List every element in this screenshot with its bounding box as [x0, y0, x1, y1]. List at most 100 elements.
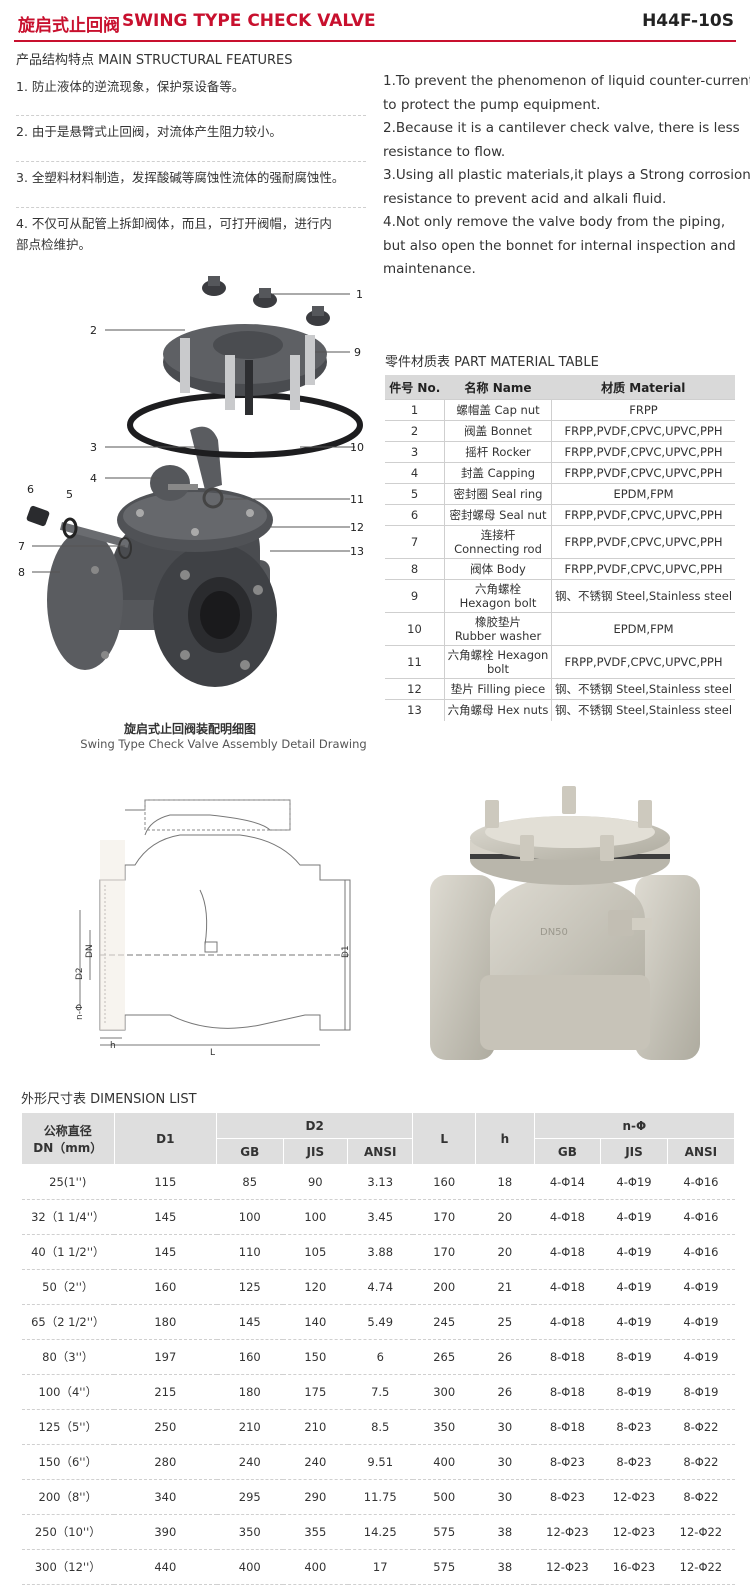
- cell-l: 170: [412, 1199, 476, 1235]
- cell-l: 160: [412, 1164, 476, 1200]
- feature-cn-4-cont: 部点检维护。: [16, 237, 92, 252]
- feature-en-line: resistance to flow.: [383, 143, 506, 160]
- part-no: 6: [385, 504, 445, 526]
- cell-l: 575: [412, 1549, 476, 1585]
- cell-h: 20: [475, 1234, 535, 1270]
- part-name: 密封圈 Seal ring: [444, 483, 552, 505]
- part-name-line: 封盖 Capping: [460, 466, 536, 480]
- header-no: 件号 No.: [385, 375, 445, 400]
- part-name-line: Connecting rod: [454, 542, 542, 556]
- cell-h: 26: [475, 1374, 535, 1410]
- cell-d2-gb: 145: [216, 1304, 283, 1340]
- part-material: FRPP: [551, 399, 735, 421]
- part-material: 钢、不锈钢 Steel,Stainless steel: [551, 579, 735, 613]
- cell-nphi-jis: 4-Φ19: [600, 1269, 668, 1305]
- cell-dn: 80（3''）: [21, 1339, 115, 1375]
- valve-body: [47, 488, 277, 687]
- feature-cn-4: 4. 不仅可从配管上拆卸阀体，而且，可打开阀帽，进行内: [16, 216, 332, 231]
- cell-d2-gb: 125: [216, 1269, 283, 1305]
- cell-d2-ansi: 14.25: [347, 1514, 413, 1550]
- part-material: FRPP,PVDF,CPVC,UPVC,PPH: [551, 441, 735, 463]
- cell-h: 30: [475, 1479, 535, 1515]
- header-nphi: n-Φ: [533, 1112, 736, 1139]
- table-row: 2 阀盖 Bonnet FRPP,PVDF,CPVC,UPVC,PPH: [385, 420, 735, 442]
- header-d2-gb: GB: [216, 1138, 284, 1165]
- header-d2: D2: [215, 1112, 414, 1139]
- cell-d2-gb: 100: [216, 1199, 283, 1235]
- part-no: 8: [385, 558, 445, 580]
- cell-d2-gb: 295: [216, 1479, 283, 1515]
- dim-label-d1: D1: [341, 945, 351, 958]
- divider: [16, 161, 366, 162]
- assembly-drawing: 1 2 9 3 10 4 5 6 11 12 7 13 8: [18, 276, 369, 687]
- cell-nphi-ansi: 4-Φ16: [667, 1234, 735, 1270]
- cell-nphi-jis: 4-Φ19: [600, 1164, 668, 1200]
- callout-1: 1: [356, 288, 363, 301]
- part-name-line: Hexagon bolt: [459, 596, 537, 610]
- cell-d2-ansi: 11.75: [347, 1479, 413, 1515]
- cell-l: 500: [412, 1479, 476, 1515]
- cell-h: 38: [475, 1549, 535, 1585]
- header-divider: [14, 40, 736, 42]
- cell-h: 18: [475, 1164, 535, 1200]
- callout-3: 3: [90, 441, 97, 454]
- header-d2-ansi: ANSI: [347, 1138, 414, 1165]
- cell-nphi-gb: 12-Φ23: [534, 1549, 601, 1585]
- cell-nphi-jis: 16-Φ23: [600, 1549, 668, 1585]
- cell-l: 265: [412, 1339, 476, 1375]
- part-name: 六角螺母 Hex nuts: [444, 699, 552, 721]
- cell-nphi-ansi: 8-Φ19: [667, 1374, 735, 1410]
- cell-d2-jis: 105: [283, 1234, 348, 1270]
- part-no: 4: [385, 462, 445, 484]
- header-d2-jis: JIS: [282, 1138, 349, 1165]
- feature-cn-3: 3. 全塑料材料制造，发挥酸碱等腐蚀性流体的强耐腐蚀性。: [16, 170, 345, 185]
- cell-nphi-gb: 8-Φ18: [534, 1409, 601, 1445]
- cell-d1: 145: [114, 1234, 217, 1270]
- header-dn: 公称直径 DN（mm）: [21, 1112, 115, 1165]
- cell-dn: 50（2''）: [21, 1269, 115, 1305]
- part-name-line: 阀体 Body: [470, 562, 526, 576]
- cell-d2-jis: 290: [283, 1479, 348, 1515]
- callout-labels: 1 2 9 3 10 4 5 6 11 12 7 13 8: [18, 285, 369, 579]
- cell-h: 20: [475, 1199, 535, 1235]
- cell-nphi-jis: 8-Φ23: [600, 1409, 668, 1445]
- cell-d2-jis: 240: [283, 1444, 348, 1480]
- cell-nphi-gb: 8-Φ18: [534, 1339, 601, 1375]
- part-material: EPDM,FPM: [551, 612, 735, 646]
- cell-d1: 115: [114, 1164, 217, 1200]
- dim-label-dn: DN: [85, 944, 95, 958]
- dimension-table-title: 外形尺寸表 DIMENSION LIST: [21, 1092, 197, 1107]
- cell-d2-ansi: 3.88: [347, 1234, 413, 1270]
- header-nphi-jis: JIS: [600, 1138, 668, 1165]
- header-nphi-ansi: ANSI: [666, 1138, 736, 1165]
- cell-d2-jis: 175: [283, 1374, 348, 1410]
- dim-label-nphi: n-Φ: [75, 1004, 85, 1020]
- callout-9: 9: [354, 346, 361, 359]
- parts-table-title: 零件材质表 PART MATERIAL TABLE: [385, 355, 599, 370]
- part-no: 5: [385, 483, 445, 505]
- cell-d1: 250: [114, 1409, 217, 1445]
- dim-label-l: L: [210, 1048, 215, 1058]
- cell-d1: 340: [114, 1479, 217, 1515]
- part-name-line: 密封螺母 Seal nut: [449, 508, 547, 522]
- part-name: 封盖 Capping: [444, 462, 552, 484]
- cell-nphi-gb: 4-Φ18: [534, 1234, 601, 1270]
- part-name: 螺帽盖 Cap nut: [444, 399, 552, 421]
- page-header: 旋启式止回阀 SWING TYPE CHECK VALVE H44F-10S: [0, 0, 750, 44]
- cell-d2-ansi: 17: [347, 1549, 413, 1585]
- part-material: FRPP,PVDF,CPVC,UPVC,PPH: [551, 420, 735, 442]
- callout-2: 2: [90, 324, 97, 337]
- part-name-line: 阀盖 Bonnet: [464, 424, 532, 438]
- part-name-line: 垫片 Filling piece: [450, 682, 546, 696]
- cell-d2-ansi: 6: [347, 1339, 413, 1375]
- part-no: 2: [385, 420, 445, 442]
- feature-cn-2: 2. 由于是悬臂式止回阀，对流体产生阻力较小。: [16, 124, 282, 139]
- part-name-line: 密封圈 Seal ring: [453, 487, 543, 501]
- cell-nphi-gb: 8-Φ23: [534, 1479, 601, 1515]
